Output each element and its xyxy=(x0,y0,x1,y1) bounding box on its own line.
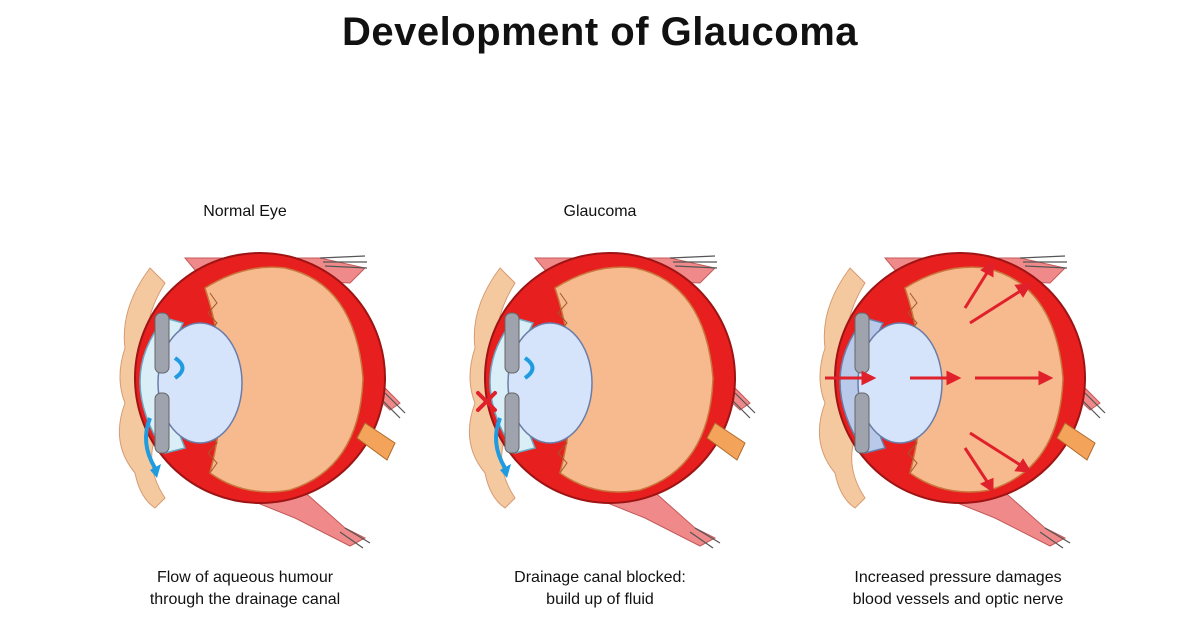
pressure-arrow xyxy=(979,477,994,493)
caption-pressure: Increased pressure damages blood vessels… xyxy=(808,567,1108,611)
eye-cross-section xyxy=(118,252,406,549)
caption-line: blood vessels and optic nerve xyxy=(852,591,1064,608)
pressure-eye-diagram xyxy=(818,252,1106,549)
caption-line: build up of fluid xyxy=(546,591,654,608)
eye-cross-section xyxy=(818,252,1106,549)
pressure-arrow xyxy=(1014,283,1032,298)
lens xyxy=(857,322,943,444)
pressure-arrow xyxy=(980,261,994,278)
normal-eye-diagram xyxy=(118,252,406,549)
caption-normal-eye: Flow of aqueous humour through the drain… xyxy=(95,567,395,611)
panel-label-normal-eye: Normal Eye xyxy=(203,203,287,220)
pressure-arrow xyxy=(969,431,1026,470)
caption-line: Increased pressure damages xyxy=(854,569,1062,586)
flow-arrow-head xyxy=(150,464,161,478)
pressure-arrow xyxy=(1014,458,1032,473)
optic-nerve xyxy=(1056,422,1096,461)
pressure-arrow xyxy=(963,447,992,487)
flow-arrow-head xyxy=(500,464,511,478)
lens xyxy=(157,322,243,444)
flow-arrow xyxy=(173,356,185,380)
iris-upper xyxy=(154,312,170,374)
optic-nerve xyxy=(356,422,396,461)
blocked-x-icon xyxy=(476,391,497,412)
optic-nerve xyxy=(706,422,746,461)
iris-upper xyxy=(854,312,870,374)
eye-cross-section xyxy=(468,252,756,549)
caption-line: Drainage canal blocked: xyxy=(514,569,686,586)
iris-lower xyxy=(154,392,170,454)
caption-glaucoma: Drainage canal blocked: build up of flui… xyxy=(450,567,750,611)
flow-arrow xyxy=(144,417,157,470)
flow-arrow xyxy=(494,417,507,470)
pressure-arrow xyxy=(1038,370,1054,386)
pressure-arrow xyxy=(963,267,992,309)
glaucoma-eye-diagram xyxy=(468,252,756,549)
pressure-arrow xyxy=(969,286,1026,325)
iris-upper xyxy=(504,312,520,374)
pressure-arrow xyxy=(946,370,962,386)
pressure-arrow xyxy=(861,370,877,386)
iris-lower xyxy=(854,392,870,454)
lens xyxy=(507,322,593,444)
iris-lower xyxy=(504,392,520,454)
caption-line: Flow of aqueous humour xyxy=(156,569,334,586)
panel-label-glaucoma: Glaucoma xyxy=(563,203,637,220)
flow-arrow xyxy=(523,356,535,380)
caption-line: through the drainage canal xyxy=(149,591,341,608)
page-title: Development of Glaucoma xyxy=(341,10,859,54)
